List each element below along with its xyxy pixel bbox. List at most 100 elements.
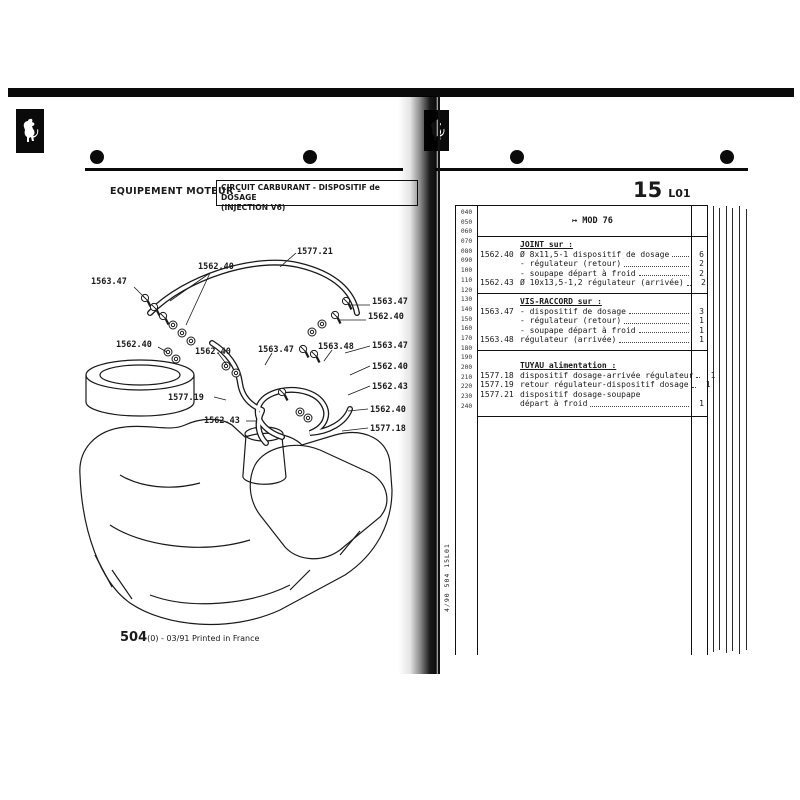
row-number: 160 (460, 325, 473, 333)
mod-header: ↦ MOD 76 (478, 206, 707, 237)
right-page-rule (436, 168, 748, 171)
part-ref: 1562.40 (480, 249, 514, 259)
group-title: JOINT sur : (520, 240, 573, 249)
row-number: 130 (460, 296, 473, 304)
table-row: - soupape départ à froid 2 (478, 269, 707, 279)
part-desc: - régulateur (retour) (520, 316, 622, 326)
part-ref: 1577.19 (480, 380, 514, 390)
dot-leader (624, 322, 689, 324)
part-desc: - régulateur (retour) (520, 259, 622, 269)
group-title-row: VIS-RACCORD sur : (478, 297, 707, 307)
dot-leader (638, 275, 689, 277)
engine-block-outline (79, 418, 393, 625)
part-callout: 1562.40 (368, 312, 404, 322)
row-number: 210 (460, 373, 473, 381)
page-number-code: L01 (668, 187, 691, 200)
dot-leader (619, 341, 689, 343)
table-divider (691, 206, 692, 655)
part-desc: dispositif dosage-soupape (520, 389, 641, 399)
mod-arrow-icon: ↦ (572, 216, 578, 226)
table-row: - soupape départ à froid 1 (478, 326, 707, 336)
dot-leader (638, 332, 689, 334)
row-number: 180 (460, 344, 473, 352)
table-row: 1577.19 retour régulateur-dispositif dos… (478, 380, 711, 390)
parts-table: 040 050 060 070 080 090 100 110 120 130 … (455, 205, 715, 655)
part-qty: 1 (699, 325, 704, 335)
dot-leader (672, 256, 689, 258)
binder-hole (720, 150, 734, 164)
part-ref: 1577.18 (480, 370, 514, 380)
row-number: 220 (460, 383, 473, 391)
row-number: 140 (460, 305, 473, 313)
page-number-main: 15 (633, 178, 663, 202)
part-desc: - soupape départ à froid (520, 325, 636, 335)
dot-leader (628, 313, 689, 315)
doc-note: (0) - 03/91 Printed in France (147, 634, 260, 643)
page-edge-line (719, 208, 720, 650)
part-qty: 1 (699, 316, 704, 326)
washer-joints (163, 319, 327, 423)
table-content: ↦ MOD 76 JOINT sur : 1562.40 Ø 8x11,5-1 … (478, 206, 715, 417)
part-qty: 1 (699, 399, 704, 409)
part-ref: 1562.43 (480, 278, 514, 288)
part-callout: 1562.40 (372, 362, 408, 372)
part-callout: 1563.47 (91, 277, 127, 287)
page-edge-line (726, 206, 727, 653)
table-divider (477, 206, 478, 655)
dot-leader (696, 377, 701, 379)
table-group-tuyau: TUYAU alimentation : 1577.18 dispositif … (478, 349, 715, 417)
part-callout: 1562.40 (370, 405, 406, 415)
part-qty: 6 (699, 249, 704, 259)
part-callout: 1562.40 (195, 347, 231, 357)
row-number: 040 (460, 209, 473, 216)
book-gutter-shadow (398, 96, 438, 674)
subject-line1: CIRCUIT CARBURANT - DISPOSITIF de DOSAGE (221, 183, 380, 202)
part-desc: Ø 10x13,5-1,2 régulateur (arrivée) (520, 278, 684, 288)
table-group-vis-raccord: VIS-RACCORD sur : 1563.47 - dispositif d… (478, 292, 707, 350)
part-qty: 2 (699, 268, 704, 278)
table-row: - régulateur (retour) 2 (478, 259, 707, 269)
part-callout: 1563.47 (372, 341, 408, 351)
group-title: TUYAU alimentation : (520, 360, 617, 370)
row-number: 170 (460, 334, 473, 342)
binder-hole (510, 150, 524, 164)
part-callout: 1562.40 (116, 340, 152, 350)
row-number: 090 (460, 257, 473, 265)
callout-leader-lines (133, 252, 371, 432)
part-qty: 2 (699, 259, 704, 269)
group-title-row: JOINT sur : (478, 240, 707, 250)
row-number: 080 (460, 247, 473, 255)
row-number: 240 (460, 402, 473, 410)
table-row: - régulateur (retour) 1 (478, 316, 707, 326)
part-desc: régulateur (arrivée) (520, 335, 617, 345)
table-row: 1563.47 - dispositif de dosage 3 (478, 307, 707, 317)
row-number: 060 (460, 228, 473, 236)
part-callout: 1563.47 (372, 297, 408, 307)
peugeot-lion-icon (16, 109, 44, 153)
row-number: 150 (460, 315, 473, 323)
part-ref: 1563.47 (480, 306, 514, 316)
part-desc: dispositif dosage-arrivée régulateur (520, 370, 694, 380)
air-filter-housing (85, 359, 195, 417)
doc-number: 504 (120, 630, 148, 645)
row-number: 120 (460, 286, 473, 294)
subject-box: CIRCUIT CARBURANT - DISPOSITIF de DOSAGE… (216, 180, 418, 212)
group-title: VIS-RACCORD sur : (520, 296, 602, 306)
dot-leader (624, 265, 689, 267)
binder-hole (90, 150, 104, 164)
engine-diagram (79, 252, 393, 625)
part-desc: départ à froid (520, 399, 588, 409)
page-edge-line (732, 208, 733, 651)
part-callout: 1577.19 (168, 393, 204, 403)
part-qty: 1 (703, 371, 716, 381)
part-desc: - soupape départ à froid (520, 268, 636, 278)
row-number-column: 040 050 060 070 080 090 100 110 120 130 … (456, 208, 477, 411)
part-ref: 1563.48 (480, 335, 514, 345)
table-row: 1577.18 dispositif dosage-arrivée régula… (478, 370, 715, 381)
page-edge-line (438, 96, 440, 674)
part-desc: Ø 8x11,5-1 dispositif de dosage (520, 249, 670, 259)
page-number: 15 L01 (633, 178, 691, 202)
part-callout: 1562.43 (372, 382, 408, 392)
page-edge-line (739, 206, 740, 654)
